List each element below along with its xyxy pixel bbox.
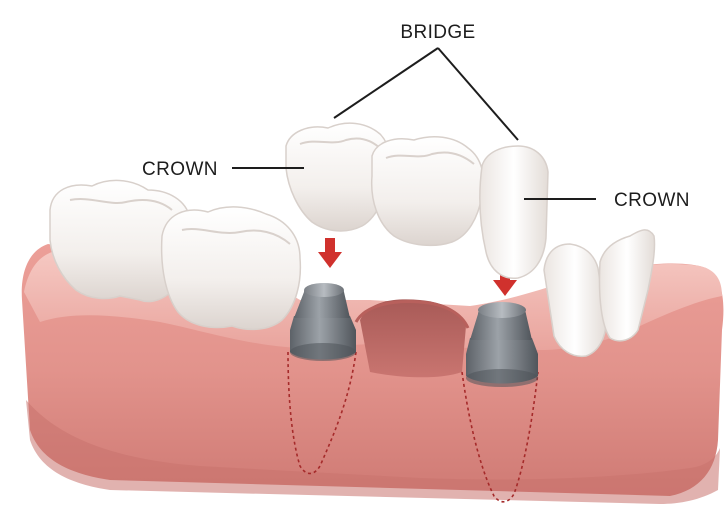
implant-abutment-left bbox=[290, 283, 356, 361]
gap-socket-rim bbox=[354, 300, 470, 329]
bridge-crown-left bbox=[285, 122, 391, 232]
bridge-leader-left bbox=[333, 47, 439, 119]
down-arrow-left-icon bbox=[318, 238, 342, 268]
leader-lines bbox=[232, 47, 596, 200]
bridge-label: BRIDGE bbox=[400, 22, 475, 43]
bridge bbox=[285, 122, 549, 279]
bridge-leader-right bbox=[437, 47, 519, 141]
gum-lower-shade bbox=[26, 400, 720, 504]
left-molar bbox=[49, 179, 193, 303]
bridge-crown-right bbox=[479, 145, 549, 279]
crown-left-label: CROWN bbox=[142, 159, 218, 180]
gap-socket bbox=[360, 299, 466, 378]
implant-abutment-right bbox=[466, 302, 538, 387]
right-incisor bbox=[598, 229, 656, 342]
implant-root-right bbox=[461, 371, 539, 503]
crown-right-label: CROWN bbox=[614, 190, 690, 211]
bridge-pontic bbox=[370, 135, 485, 247]
implant-root-left bbox=[287, 351, 357, 475]
left-premolar bbox=[160, 206, 302, 331]
